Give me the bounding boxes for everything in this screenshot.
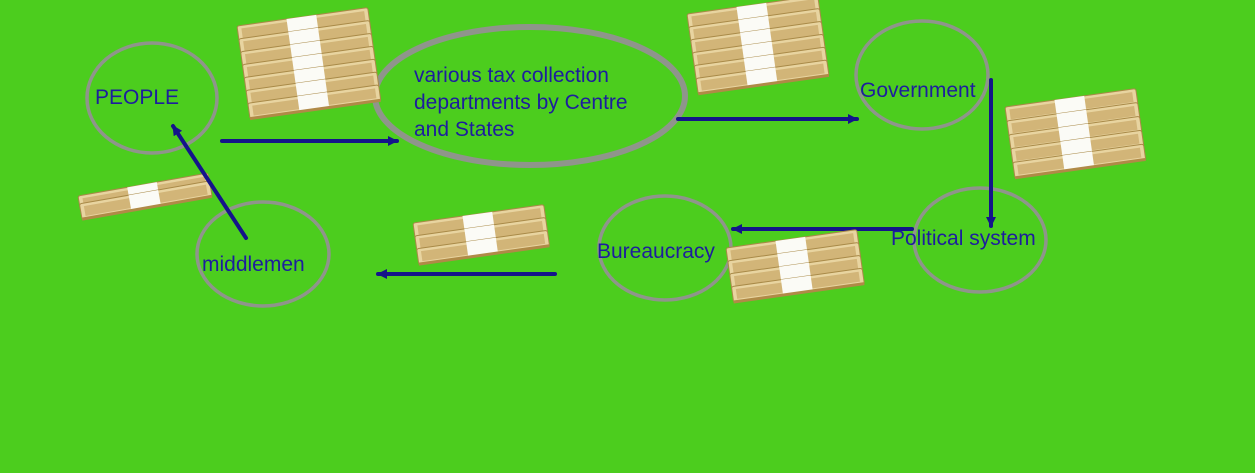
people-label: PEOPLE <box>95 86 179 109</box>
money-stack-icon <box>77 172 213 222</box>
money-stack-icon <box>686 0 830 96</box>
government-ring <box>854 19 990 131</box>
tax-departments-label-line: departments by Centre <box>414 91 628 114</box>
money-stack-icon <box>1004 88 1147 180</box>
middlemen-to-people-arrow <box>171 124 248 240</box>
middlemen-ring <box>195 200 331 308</box>
tax-departments-label-line: various tax collection <box>414 64 609 87</box>
political-system-ring <box>912 186 1048 294</box>
money-stack-icon <box>412 204 551 267</box>
government-label: Government <box>860 79 976 102</box>
political-system-label: Political system <box>891 227 1036 250</box>
money-stack-icon <box>725 229 866 304</box>
middlemen-label: middlemen <box>202 253 305 276</box>
tax-departments-label-line: and States <box>414 118 514 141</box>
tax-departments-label: various tax collection departments by Ce… <box>414 64 633 141</box>
people-ring <box>85 41 219 155</box>
bureaucracy-label: Bureaucracy <box>597 240 715 263</box>
money-stack-icon <box>236 7 382 121</box>
